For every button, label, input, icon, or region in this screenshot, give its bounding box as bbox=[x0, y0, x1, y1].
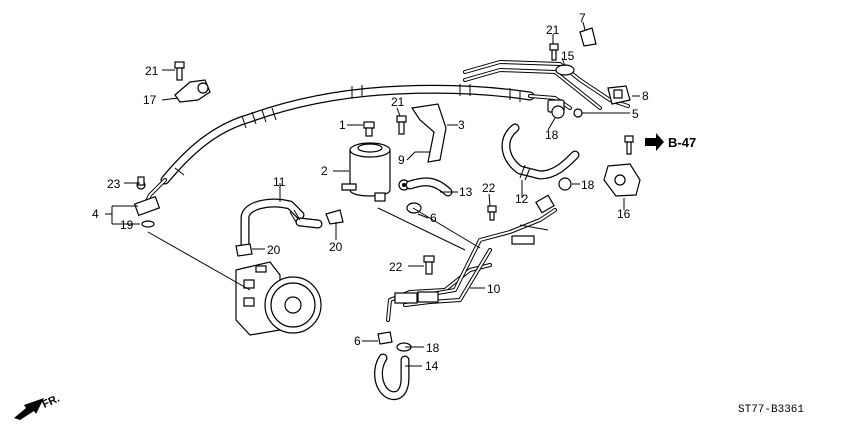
callout-14: 14 bbox=[425, 359, 439, 373]
pipe-assembly-10 bbox=[386, 194, 557, 322]
clamp-18-upper bbox=[551, 105, 565, 119]
callout-21: 21 bbox=[145, 64, 159, 78]
reference-b47[interactable]: B-47 bbox=[645, 133, 696, 151]
main-hose bbox=[160, 84, 535, 185]
front-direction: FR. bbox=[14, 393, 62, 420]
callout-18: 18 bbox=[581, 178, 595, 192]
callouts: 21 17 1 2 21 3 9 13 6 23 4 19 11 20 20 2… bbox=[92, 11, 649, 373]
bracket-16 bbox=[603, 135, 641, 197]
clamp-18-right bbox=[558, 177, 572, 191]
leader-19-pump bbox=[147, 231, 251, 291]
bolt-21-top-right bbox=[549, 43, 559, 61]
callout-6: 6 bbox=[430, 211, 437, 225]
diagram-code: ST77-B3361 bbox=[738, 404, 804, 416]
callout-6: 6 bbox=[354, 334, 361, 348]
hose-11 bbox=[240, 198, 323, 255]
bracket-17 bbox=[174, 79, 211, 103]
clamp-20-right bbox=[325, 209, 344, 225]
front-label: FR. bbox=[40, 393, 61, 411]
clamp-8 bbox=[607, 85, 631, 105]
reference-label: B-47 bbox=[668, 135, 696, 150]
leader-lines bbox=[105, 21, 640, 367]
clamp-20-left bbox=[235, 243, 253, 257]
washer-19 bbox=[141, 220, 155, 228]
callout-21: 21 bbox=[391, 95, 405, 109]
callout-22: 22 bbox=[389, 260, 403, 274]
hose-13 bbox=[405, 177, 453, 197]
callout-19: 19 bbox=[120, 218, 134, 232]
callout-5: 5 bbox=[632, 107, 639, 121]
bolt-1 bbox=[363, 121, 375, 137]
callout-15: 15 bbox=[561, 49, 575, 63]
callout-12: 12 bbox=[515, 192, 529, 206]
callout-3: 3 bbox=[458, 118, 465, 132]
bolt-21-center bbox=[396, 115, 407, 135]
callout-1: 1 bbox=[339, 118, 346, 132]
clamp-6-lower bbox=[377, 331, 393, 345]
callout-20: 20 bbox=[329, 240, 343, 254]
callout-13: 13 bbox=[459, 185, 473, 199]
clamp-7 bbox=[579, 27, 597, 47]
callout-18: 18 bbox=[545, 128, 559, 142]
callout-20: 20 bbox=[267, 243, 281, 257]
reservoir-2 bbox=[341, 142, 391, 202]
hose-12 bbox=[501, 123, 580, 181]
callout-7: 7 bbox=[579, 11, 586, 25]
callout-16: 16 bbox=[617, 207, 631, 221]
bolt-22-right bbox=[487, 205, 497, 221]
callout-9: 9 bbox=[398, 153, 405, 167]
hose-14 bbox=[374, 353, 410, 401]
power-steering-pump bbox=[235, 261, 322, 336]
bracket-3 bbox=[410, 103, 447, 163]
bolt-21-left bbox=[174, 61, 185, 81]
arrow-right-icon bbox=[645, 133, 664, 151]
callout-23: 23 bbox=[107, 177, 121, 191]
callout-10: 10 bbox=[487, 282, 501, 296]
callout-17: 17 bbox=[143, 93, 157, 107]
callout-8: 8 bbox=[642, 89, 649, 103]
clamp-15 bbox=[555, 64, 575, 76]
callout-4: 4 bbox=[92, 207, 99, 221]
front-arrow-icon bbox=[14, 398, 44, 420]
callout-11: 11 bbox=[273, 175, 286, 189]
callout-2: 2 bbox=[321, 164, 328, 178]
pressure-pipe-left bbox=[133, 176, 167, 217]
callout-22: 22 bbox=[482, 181, 496, 195]
bolt-22-lower bbox=[423, 255, 435, 275]
callout-18: 18 bbox=[426, 341, 440, 355]
callout-21: 21 bbox=[546, 23, 560, 37]
